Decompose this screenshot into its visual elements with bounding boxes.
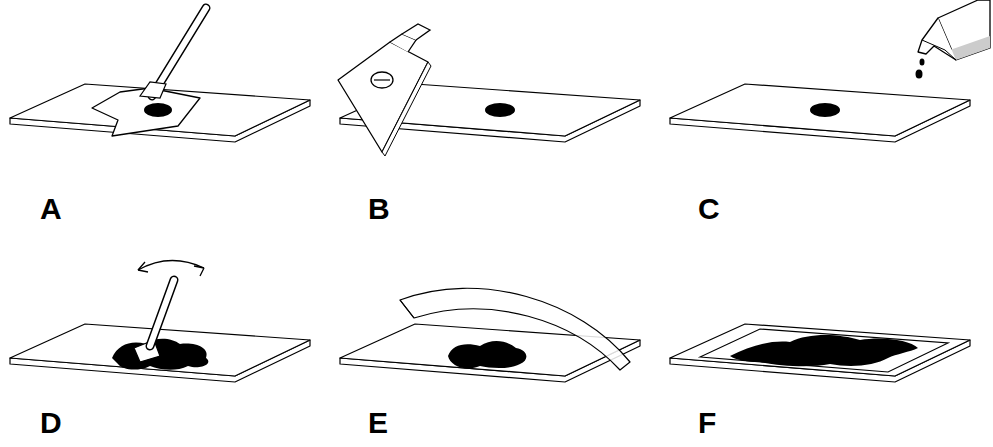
panel-b xyxy=(338,24,640,156)
step-letter: E xyxy=(368,408,388,438)
panel-f xyxy=(670,324,970,382)
panel-d xyxy=(10,260,310,382)
panel-a xyxy=(10,8,310,142)
step-letter: F xyxy=(698,408,716,438)
step-letter: C xyxy=(698,194,720,224)
panel-c xyxy=(670,0,990,142)
step-letter: B xyxy=(368,194,390,224)
step-letter: D xyxy=(40,408,62,438)
panel-e xyxy=(340,288,640,382)
step-letter: A xyxy=(40,194,62,224)
